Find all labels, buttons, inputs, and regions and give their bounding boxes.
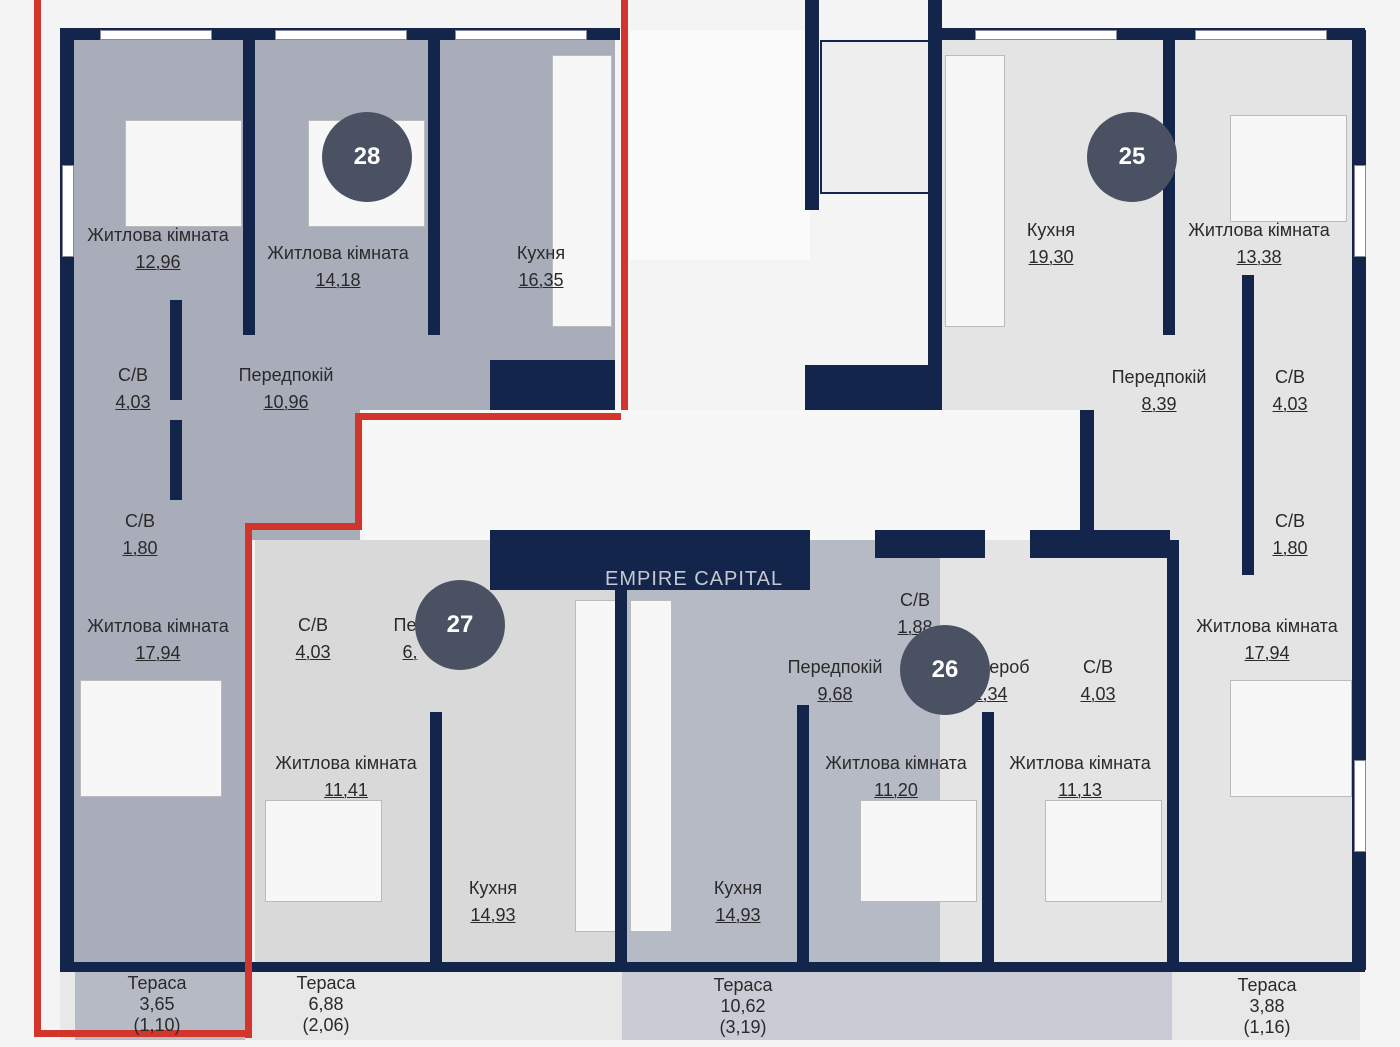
kitchen-counter [552,55,612,327]
unit-number-badge[interactable]: 27 [415,580,505,670]
wall [928,0,942,410]
wall [1242,275,1254,575]
wall [805,365,935,410]
wall [982,712,994,967]
wall [428,35,440,335]
kitchen-counter [630,600,672,932]
bed [125,120,242,227]
kitchen-counter [575,600,617,932]
window [975,30,1117,40]
stairwell [630,30,810,260]
wall [805,0,819,210]
selected-unit-outline [355,413,362,528]
wall [430,712,442,967]
wall [1030,530,1170,558]
wall [797,705,809,965]
wall [243,35,255,335]
watermark: EMPIRE CAPITAL [605,568,784,590]
window [455,30,587,40]
unit-number-badge[interactable]: 26 [900,625,990,715]
bed [860,800,977,902]
unit-number-badge[interactable]: 25 [1087,112,1177,202]
wall [170,300,182,400]
terrace-28 [75,970,245,1040]
wall [490,530,810,590]
kitchen-counter [945,55,1005,327]
selected-unit-outline [245,523,252,1038]
corridor [365,410,1085,540]
wall [60,30,74,970]
wall [1167,540,1179,965]
window [1354,760,1366,852]
window [1195,30,1327,40]
unit-28-hall [180,320,360,540]
wall [170,420,182,500]
wall [875,530,985,558]
wall [60,962,1365,972]
selected-unit-outline [355,413,621,420]
bed [1230,680,1352,797]
elevator [820,40,934,194]
terrace-26 [622,970,1172,1040]
selected-unit-outline [34,410,251,1037]
selected-unit-outline [34,0,628,410]
selected-unit-outline [245,523,362,530]
window [275,30,407,40]
unit-number-badge[interactable]: 28 [322,112,412,202]
window [62,165,74,257]
wall [1163,35,1175,335]
bed [1045,800,1162,902]
wall [1080,410,1094,530]
window [1354,165,1366,257]
bed [80,680,222,797]
bed [1230,115,1347,222]
bed [265,800,382,902]
wall [1352,30,1366,970]
wall [490,360,615,410]
wall [615,530,627,965]
window [100,30,212,40]
